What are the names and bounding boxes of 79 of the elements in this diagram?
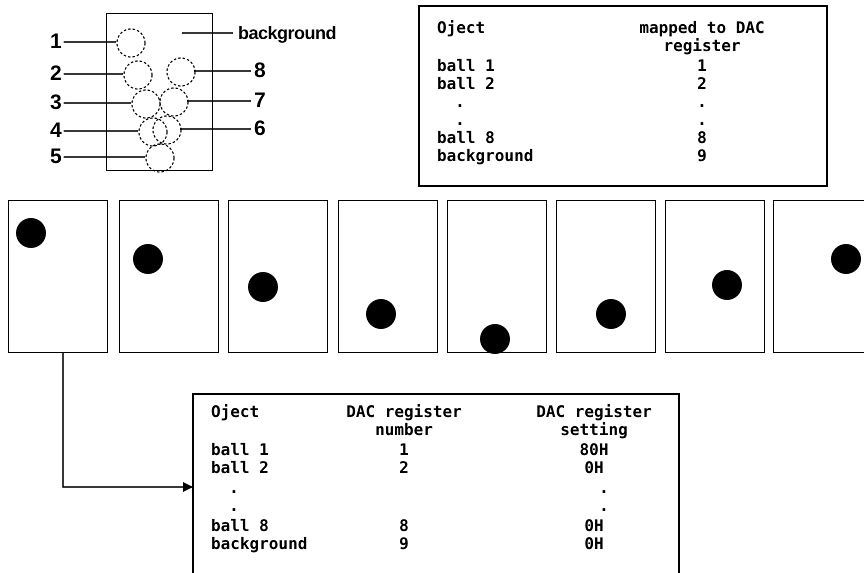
dashed-circle xyxy=(138,117,168,147)
leader-line xyxy=(182,32,233,34)
ellipsis-dot: . xyxy=(697,93,707,111)
ball xyxy=(16,218,46,248)
dashed-circle xyxy=(131,89,161,119)
dashed-circle xyxy=(123,60,153,90)
leader-line xyxy=(194,70,251,72)
table-entry: 1 xyxy=(697,57,707,75)
ellipsis-dot: . xyxy=(697,111,707,129)
table-entry: 0H xyxy=(584,459,604,477)
ellipsis-dot: . xyxy=(229,479,239,497)
table-entry: ball 2 xyxy=(211,459,269,477)
table-entry: 8 xyxy=(697,129,707,147)
leader-line xyxy=(64,156,145,158)
leader-line xyxy=(180,128,251,130)
dashed-circle xyxy=(116,28,146,58)
callout-label: 3 xyxy=(50,92,62,114)
column-header: DAC register number xyxy=(345,403,463,439)
leader-line xyxy=(64,102,131,104)
table-entry: 80H xyxy=(580,441,608,459)
ball xyxy=(831,244,861,274)
callout-label: 6 xyxy=(254,118,266,140)
ball xyxy=(133,244,163,274)
arrow xyxy=(62,353,193,492)
ball xyxy=(712,270,742,300)
table-entry: ball 8 xyxy=(211,517,269,535)
ball xyxy=(596,299,626,329)
table-entry: 8 xyxy=(399,517,409,535)
table-entry: 1 xyxy=(399,441,409,459)
table-panel xyxy=(418,5,828,187)
table-entry: 2 xyxy=(697,75,707,93)
callout-label: 8 xyxy=(254,60,266,82)
callout-label: 1 xyxy=(50,31,62,53)
dashed-circle xyxy=(145,143,175,173)
table-entry: 0H xyxy=(584,517,604,535)
callout-label: 5 xyxy=(50,146,62,168)
dashed-circle xyxy=(166,57,196,87)
frame xyxy=(338,200,438,353)
frame xyxy=(8,200,108,353)
callout-label: 2 xyxy=(50,63,62,85)
frame xyxy=(228,200,328,353)
column-header: DAC register setting xyxy=(535,403,653,439)
frame xyxy=(665,200,765,353)
table-entry: 9 xyxy=(399,535,409,553)
frame xyxy=(447,200,547,353)
dashed-circle xyxy=(152,115,182,145)
leader-line xyxy=(64,41,116,43)
ellipsis-dot: . xyxy=(599,479,609,497)
ellipsis-dot: . xyxy=(455,111,465,129)
column-header: Oject xyxy=(437,19,486,37)
frame xyxy=(556,200,656,353)
column-header: mapped to DAC register xyxy=(638,19,766,55)
frame xyxy=(106,13,213,171)
frame xyxy=(119,200,219,353)
table-entry: background xyxy=(437,147,534,165)
frame xyxy=(773,200,864,353)
leader-line xyxy=(64,73,123,75)
column-header: Oject xyxy=(211,403,260,421)
table-entry: ball 8 xyxy=(437,129,495,147)
ellipsis-dot: . xyxy=(599,497,609,515)
table-entry: 2 xyxy=(399,459,409,477)
callout-label: 4 xyxy=(50,120,62,142)
table-entry: ball 1 xyxy=(211,441,269,459)
leader-line xyxy=(187,100,251,102)
ball xyxy=(366,299,396,329)
ellipsis-dot: . xyxy=(455,93,465,111)
table-entry: 9 xyxy=(697,147,707,165)
table-entry: background xyxy=(211,535,308,553)
callout-label: 7 xyxy=(254,90,266,112)
table-entry: ball 1 xyxy=(437,57,495,75)
leader-line xyxy=(64,130,138,132)
ellipsis-dot: . xyxy=(229,497,239,515)
table-panel xyxy=(192,393,680,573)
callout-label: background xyxy=(238,22,336,44)
ball xyxy=(480,324,510,354)
table-entry: 0H xyxy=(584,535,604,553)
dashed-circle xyxy=(159,87,189,117)
ball xyxy=(248,272,278,302)
table-entry: ball 2 xyxy=(437,75,495,93)
